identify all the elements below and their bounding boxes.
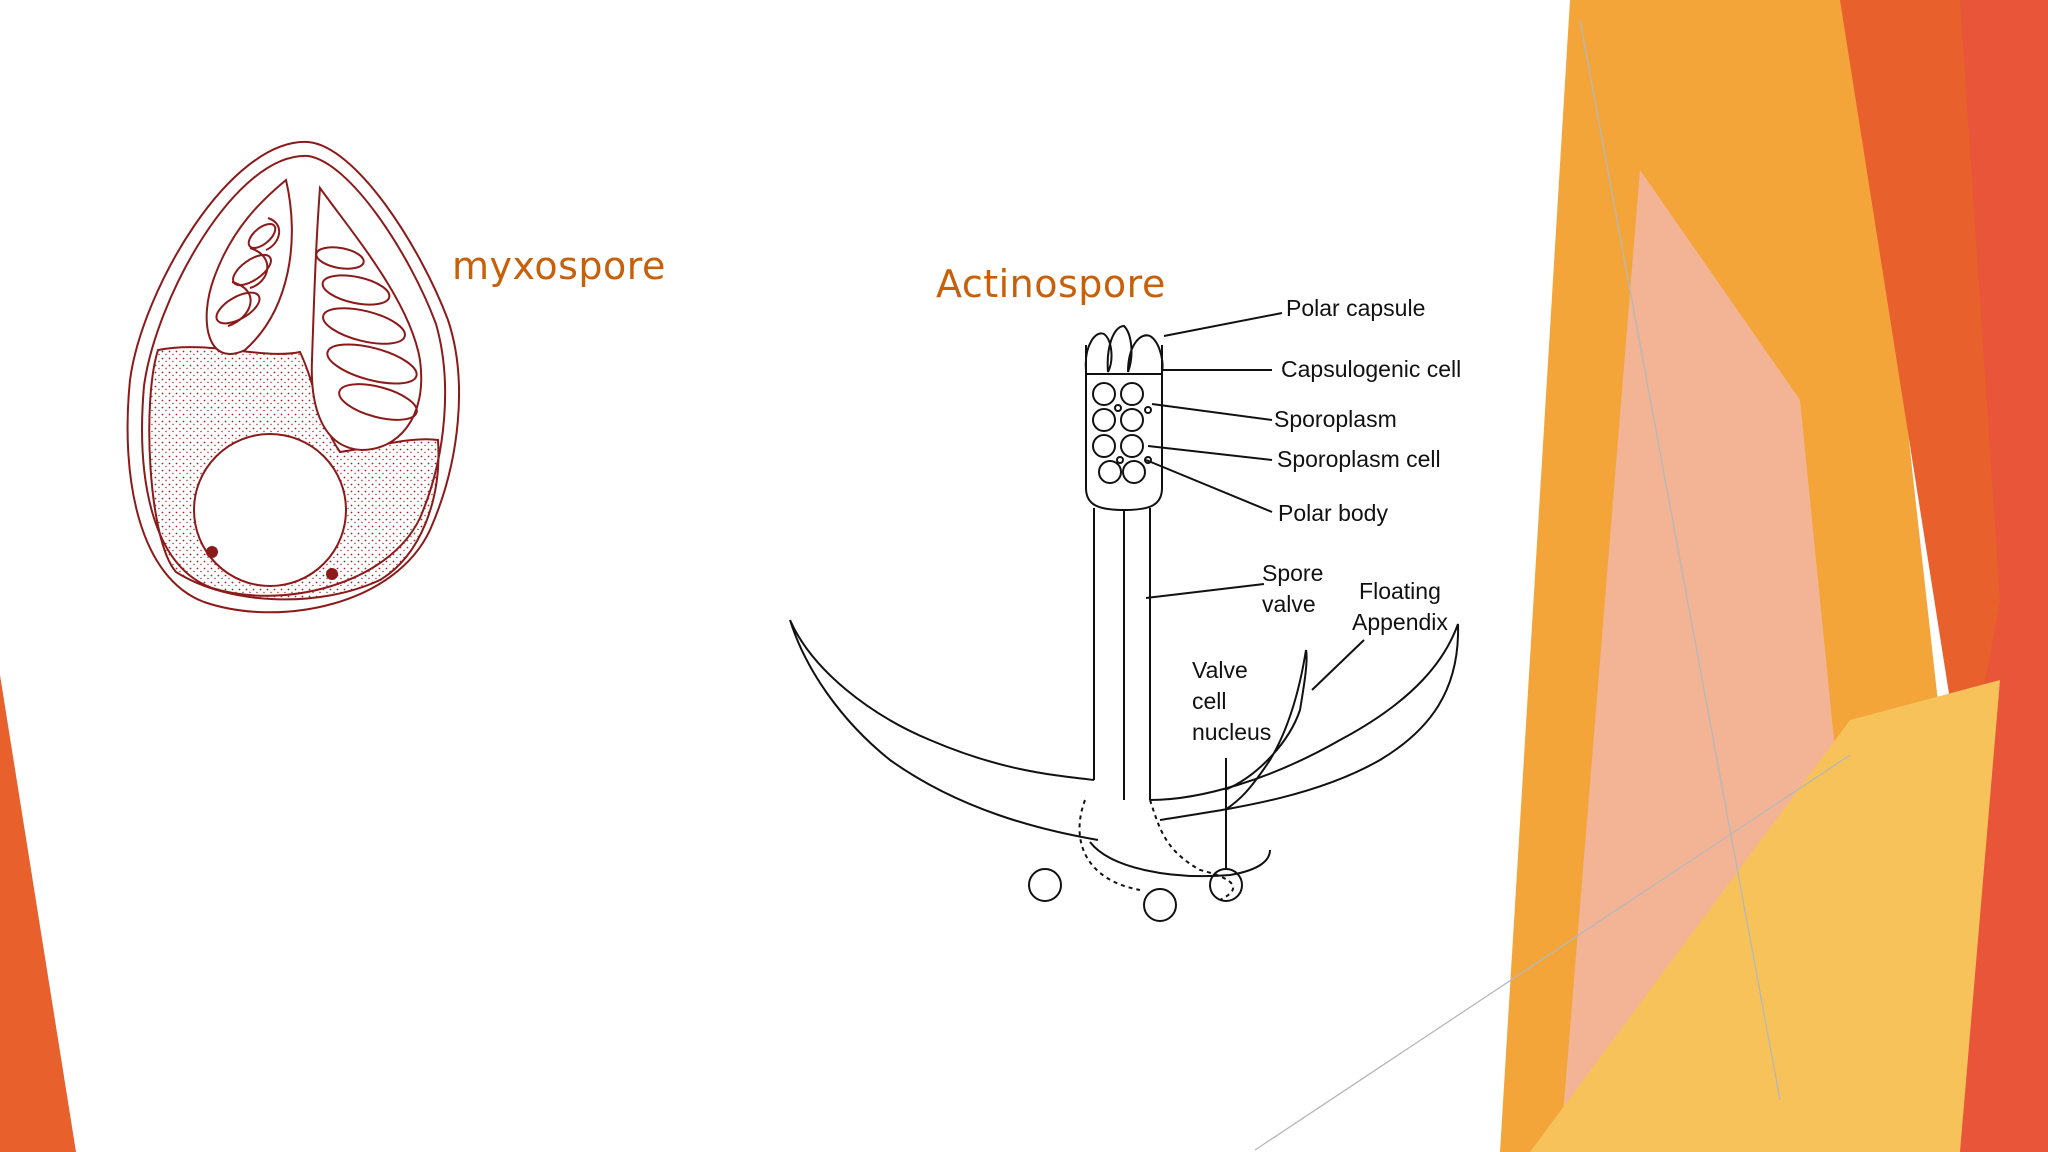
actinospore-left-arm <box>789 619 1099 841</box>
bottom-yellow-band <box>1530 680 2000 1152</box>
myxospore-dot-right <box>326 568 338 580</box>
actinospore-bottom <box>1089 841 1271 878</box>
label-valve-cell-nucleus-line1: Valve <box>1192 657 1248 683</box>
actinospore-right-inner-arm <box>1224 649 1308 811</box>
myxospore-nucleus-vacuole <box>193 433 347 587</box>
label-spore-valve-line1: Spore <box>1262 560 1324 586</box>
label-floating-appendix-line2: Appendix <box>1352 609 1448 635</box>
label-spore-valve-line2: valve <box>1262 591 1316 617</box>
sporoplasm-cells <box>1092 382 1152 484</box>
left-orange-shape <box>0 675 76 1152</box>
label-polar-body: Polar body <box>1278 500 1388 526</box>
myxospore-dot-left <box>206 546 218 558</box>
label-valve-cell-nucleus-line2: cell <box>1192 688 1227 714</box>
label-polar-capsule: Polar capsule <box>1286 295 1426 321</box>
label-sporoplasm-cell: Sporoplasm cell <box>1277 446 1441 472</box>
label-valve-cell-nucleus-line3: nucleus <box>1192 719 1272 745</box>
label-floating-appendix-line1: Floating <box>1359 578 1441 604</box>
label-valve-cell-nucleus: Valve cell nucleus <box>1192 655 1271 748</box>
decor-thin-line-1 <box>1579 19 1781 1101</box>
label-sporoplasm: Sporoplasm <box>1274 406 1397 432</box>
myxospore-outer-shell <box>126 140 460 614</box>
valve-cell-nucleus-center <box>1143 888 1177 922</box>
valve-cell-nucleus-left <box>1028 868 1062 902</box>
right-deep-orange-band <box>1900 0 2048 1152</box>
actinospore-stalk <box>1093 508 1151 800</box>
label-spore-valve: Spore valve <box>1262 558 1323 620</box>
decor-thin-line-2 <box>1254 754 1851 1151</box>
actinospore-title: Actinospore <box>936 262 1166 306</box>
myxospore-title: myxospore <box>452 244 666 288</box>
label-floating-appendix: Floating Appendix <box>1352 576 1448 638</box>
label-capsulogenic-cell: Capsulogenic cell <box>1281 356 1462 382</box>
actinospore-polar-capsules <box>1084 324 1164 373</box>
actinospore-right-arm <box>1149 623 1460 821</box>
